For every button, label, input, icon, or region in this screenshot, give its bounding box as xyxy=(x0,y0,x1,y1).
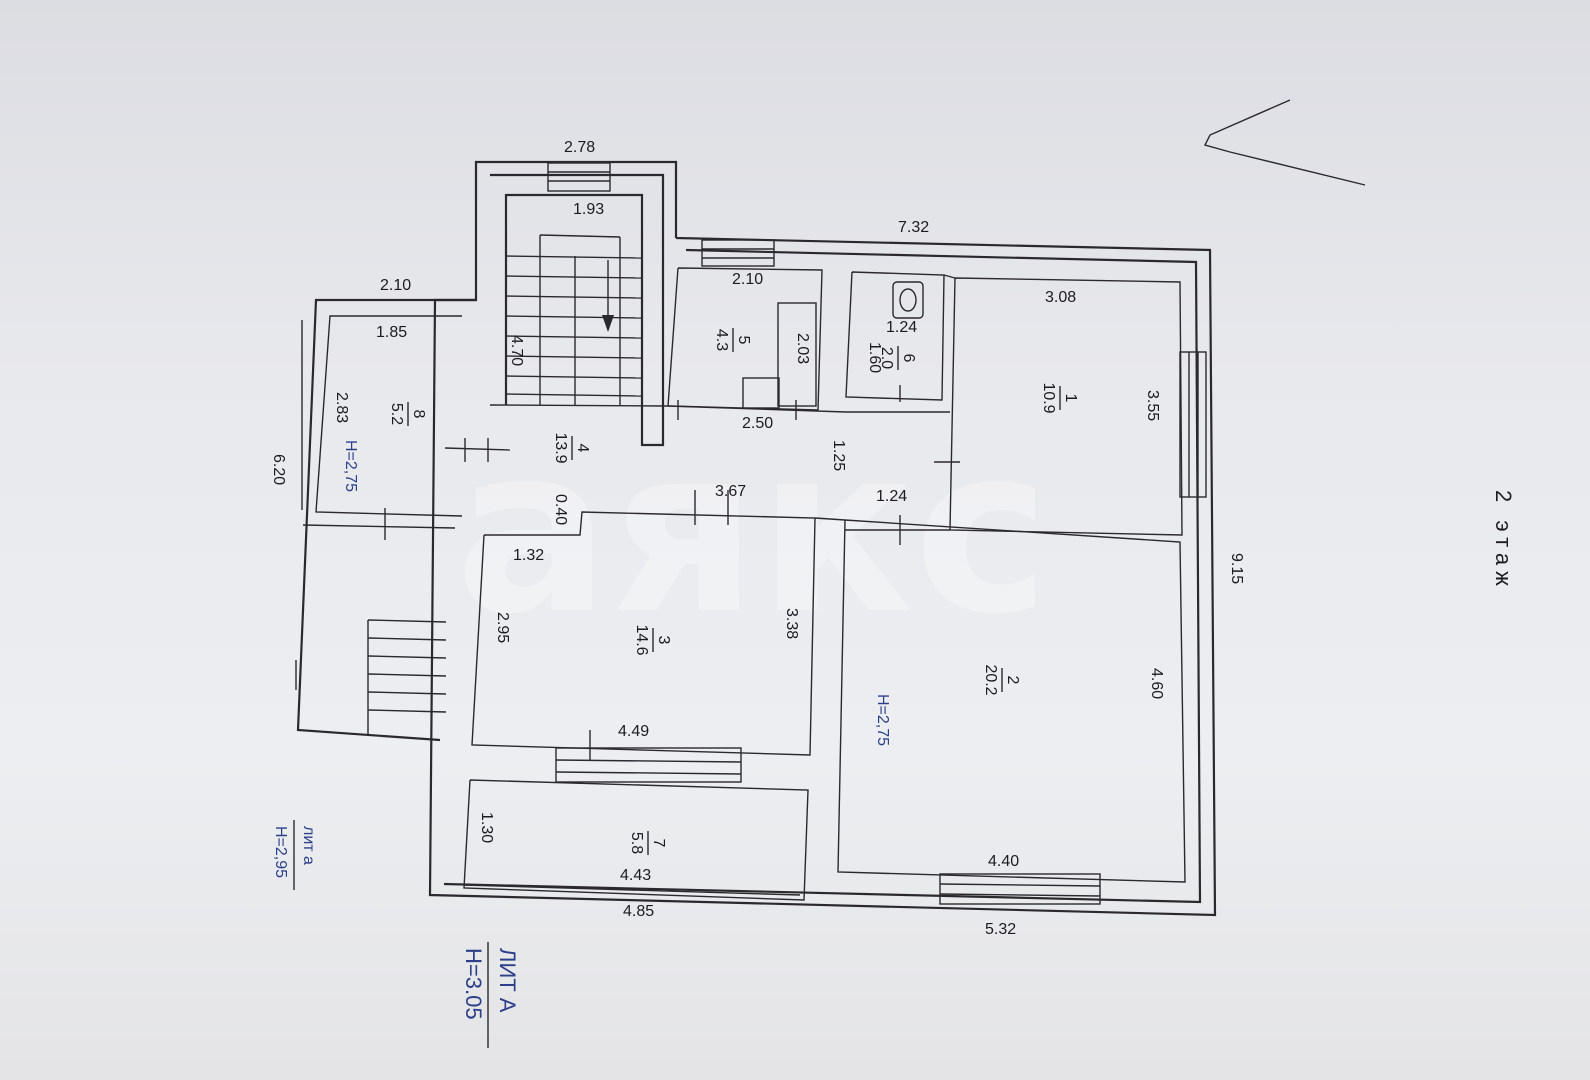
dim-4-49: 4.49 xyxy=(618,723,649,740)
svg-text:лит а: лит а xyxy=(300,826,317,865)
sink-fixture xyxy=(742,302,817,409)
dim-2-78: 2.78 xyxy=(564,139,595,156)
svg-text:2.0: 2.0 xyxy=(878,347,895,369)
dim-9-15: 9.15 xyxy=(1228,553,1245,584)
dim-3-08: 3.08 xyxy=(1045,289,1076,306)
svg-text:H=3.05: H=3.05 xyxy=(461,948,486,1020)
svg-text:5: 5 xyxy=(735,336,752,345)
dim-1-60: 1.60 xyxy=(866,342,883,373)
svg-text:14.6: 14.6 xyxy=(633,624,650,655)
dim-4-40: 4.40 xyxy=(988,853,1019,870)
room-labels: 1 10.9 2 20.2 3 14.6 4 13.9 5 4.3 6 2.0 xyxy=(388,328,1079,855)
dim-2-50: 2.50 xyxy=(742,415,773,432)
room-2-label: 2 20.2 xyxy=(982,664,1021,695)
dim-1-93: 1.93 xyxy=(573,201,604,218)
dim-2-95: 2.95 xyxy=(494,612,511,643)
svg-text:5.8: 5.8 xyxy=(628,832,645,854)
room-4-label: 4 13.9 xyxy=(552,432,591,463)
dim-1-24-top: 1.24 xyxy=(886,319,917,336)
dim-3-67: 3.67 xyxy=(715,483,746,500)
svg-text:7: 7 xyxy=(650,839,667,848)
svg-text:10.9: 10.9 xyxy=(1040,382,1057,413)
floor-label: 2 этаж xyxy=(1491,490,1516,592)
svg-text:5.2: 5.2 xyxy=(388,403,405,425)
dim-4-43: 4.43 xyxy=(620,867,651,884)
watermark: аякс xyxy=(455,398,1050,665)
doors xyxy=(295,385,960,760)
dim-5-32: 5.32 xyxy=(985,921,1016,938)
room-8-label: 8 5.2 xyxy=(388,402,427,426)
svg-text:3: 3 xyxy=(655,636,672,645)
dim-3-38: 3.38 xyxy=(783,608,800,639)
windows xyxy=(301,162,1207,905)
walls xyxy=(296,160,1217,917)
room-1-label: 1 10.9 xyxy=(1040,382,1079,413)
room-3-label: 3 14.6 xyxy=(633,624,672,655)
main-staircase xyxy=(505,234,643,405)
svg-text:13.9: 13.9 xyxy=(552,432,569,463)
dim-4-60: 4.60 xyxy=(1148,668,1165,699)
dim-1-25: 1.25 xyxy=(830,440,847,471)
lit-A-main-note: ЛИТ А H=3.05 xyxy=(461,942,520,1048)
dim-4-85: 4.85 xyxy=(623,903,654,920)
dim-7-32: 7.32 xyxy=(898,219,929,236)
svg-text:20.2: 20.2 xyxy=(982,664,999,695)
dim-2-83: 2.83 xyxy=(333,392,350,423)
room-2-height: H=2,75 xyxy=(874,694,891,746)
dimensions: 2.78 1.93 7.32 2.10 1.85 2.10 3.08 1.24 … xyxy=(270,139,1245,938)
svg-text:6: 6 xyxy=(900,354,917,363)
dim-1-85: 1.85 xyxy=(376,324,407,341)
dim-6-20: 6.20 xyxy=(270,454,287,485)
dim-1-32: 1.32 xyxy=(513,547,544,564)
svg-text:H=2,95: H=2,95 xyxy=(272,826,289,878)
dim-3-55: 3.55 xyxy=(1144,390,1161,421)
dim-1-30: 1.30 xyxy=(478,812,495,843)
svg-text:ЛИТ А: ЛИТ А xyxy=(495,948,520,1013)
lit-a-annex-note: лит а H=2,95 xyxy=(272,820,317,890)
room-8-height: H=2,75 xyxy=(342,440,359,492)
svg-text:4: 4 xyxy=(574,444,591,453)
svg-text:2: 2 xyxy=(1004,676,1021,685)
dim-1-24-mid: 1.24 xyxy=(876,488,907,505)
dim-2-10-mid: 2.10 xyxy=(732,271,763,288)
svg-text:1: 1 xyxy=(1062,394,1079,403)
check-mark-icon xyxy=(1203,99,1366,186)
dim-0-40: 0.40 xyxy=(552,494,569,525)
toilet-icon xyxy=(892,281,924,319)
room-5-label: 5 4.3 xyxy=(713,328,752,352)
svg-text:8: 8 xyxy=(410,410,427,419)
annex-staircase xyxy=(367,619,447,735)
svg-text:4.3: 4.3 xyxy=(713,329,730,351)
room-6-label: 6 2.0 xyxy=(878,346,917,370)
stair-arrow-icon xyxy=(602,315,614,332)
dim-4-70: 4.70 xyxy=(508,335,525,366)
dim-2-10-left: 2.10 xyxy=(380,277,411,294)
room-7-label: 7 5.8 xyxy=(628,831,667,855)
dim-2-03: 2.03 xyxy=(794,333,811,364)
